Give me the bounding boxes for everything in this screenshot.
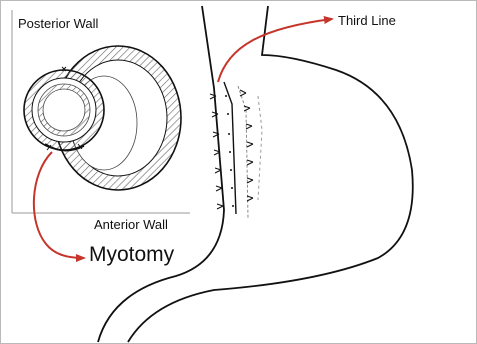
posterior-wall-label: Posterior Wall	[18, 17, 98, 30]
third-line-arrow	[218, 19, 332, 82]
third-line-label: Third Line	[338, 14, 396, 27]
staple-line	[210, 82, 262, 218]
myotomy-label: Myotomy	[89, 244, 174, 265]
anterior-wall-label: Anterior Wall	[94, 218, 168, 231]
